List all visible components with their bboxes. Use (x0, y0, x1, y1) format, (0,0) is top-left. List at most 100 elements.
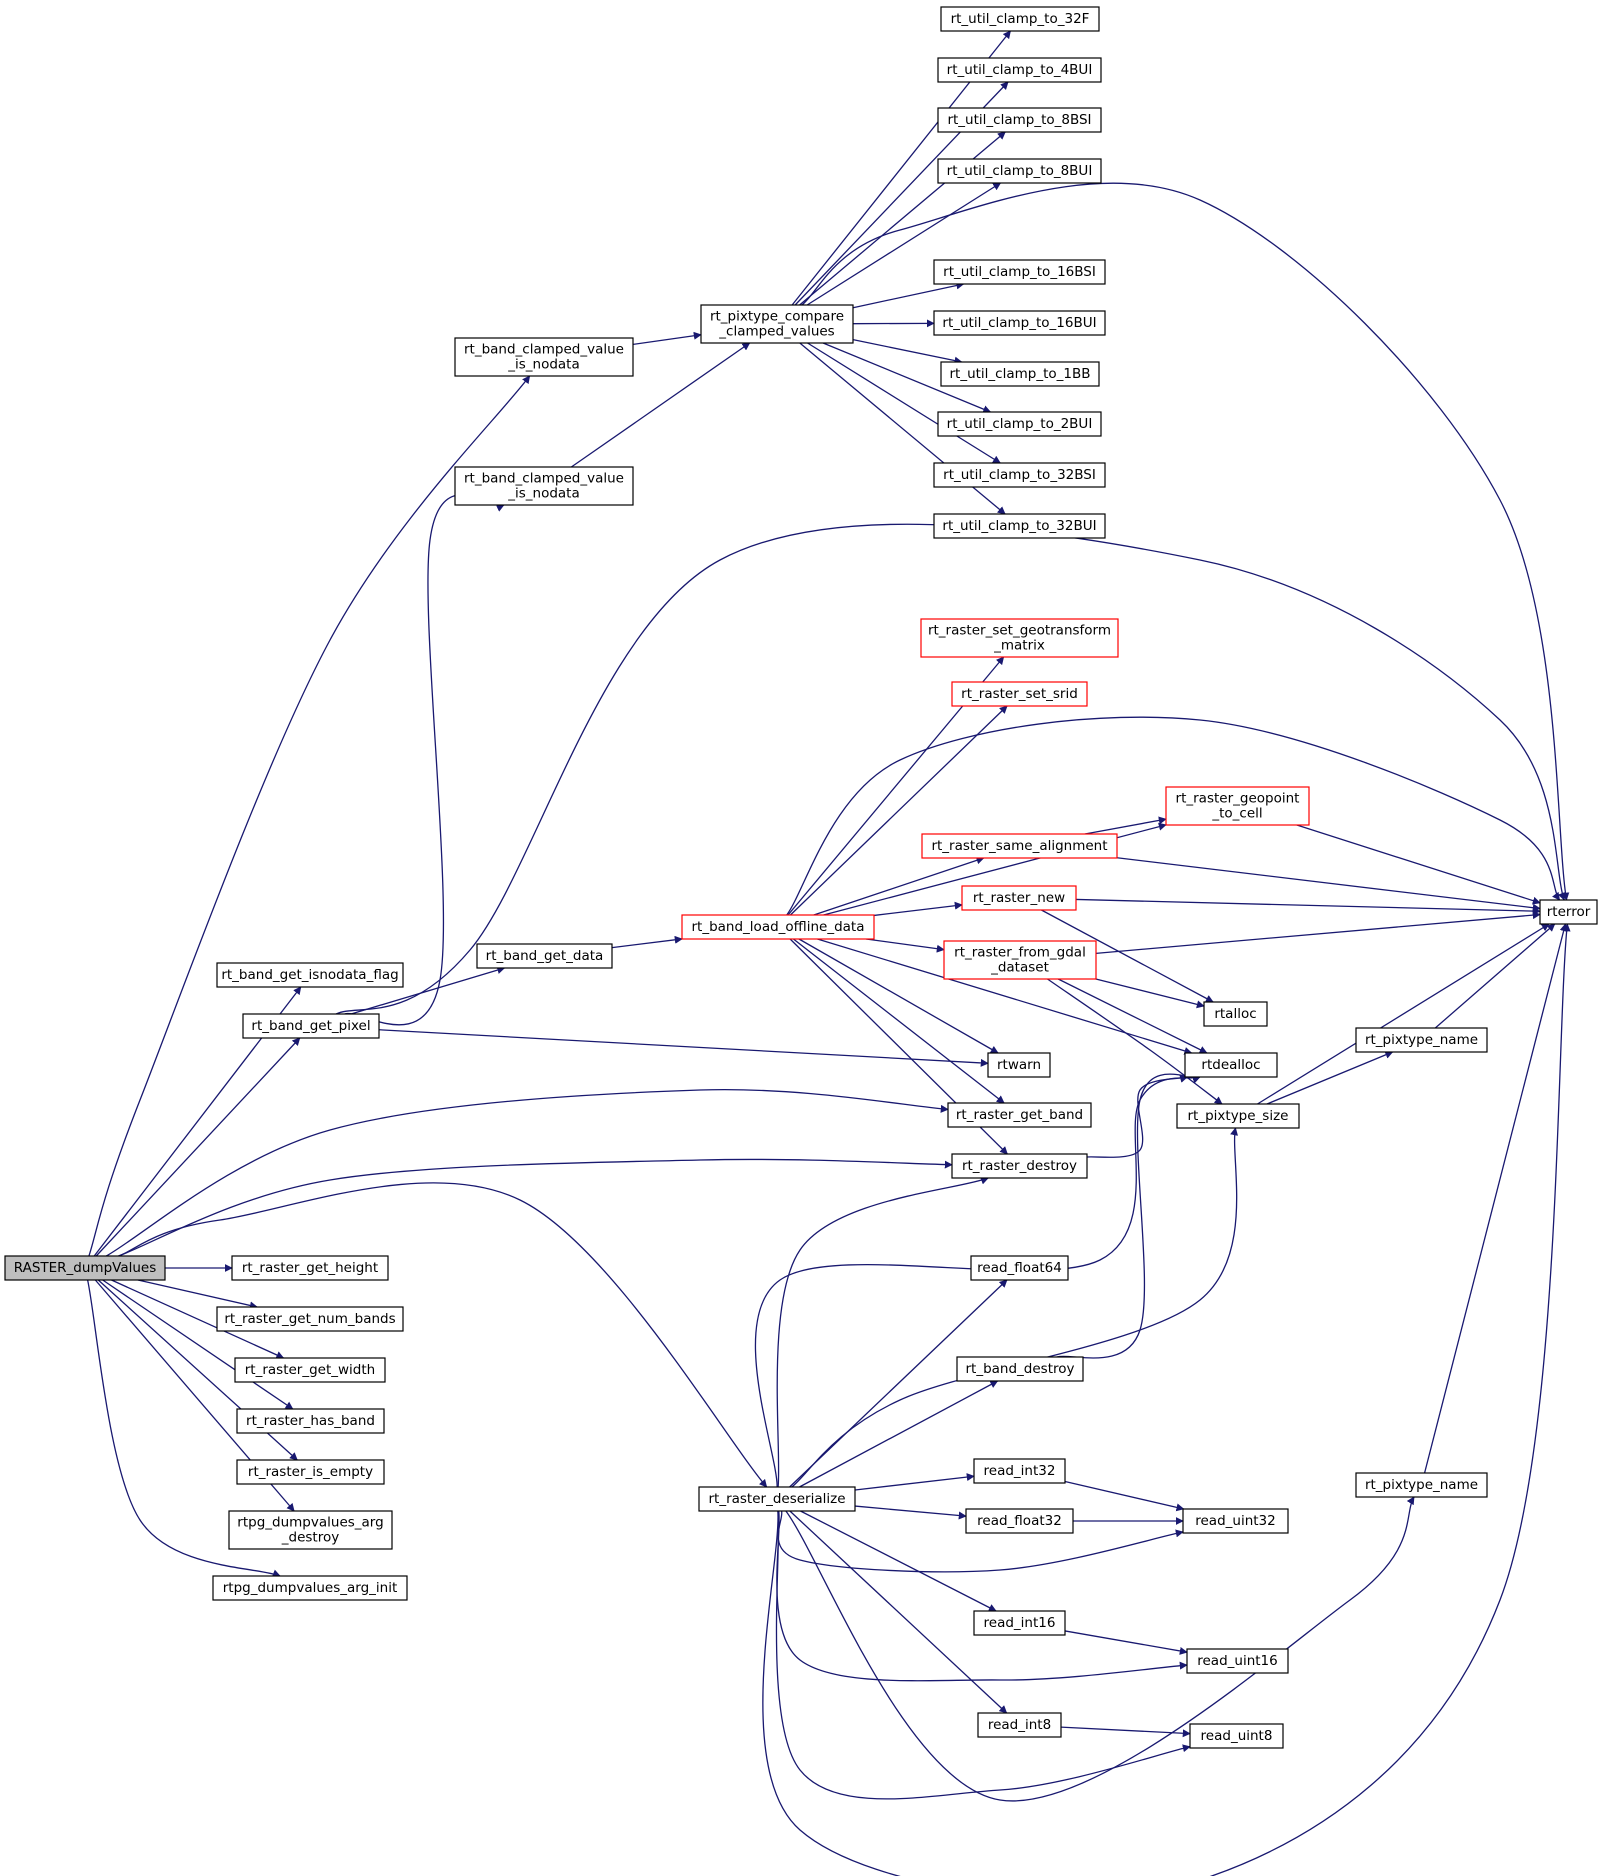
edge-root-to-arg_init (86, 1279, 281, 1578)
node-label: read_uint32 (1195, 1513, 1276, 1529)
node-band-clamped-2[interactable]: rt_band_clamped_value_is_nodata (454, 466, 634, 506)
node-band-clamped-1[interactable]: rt_band_clamped_value_is_nodata (454, 337, 634, 377)
node-label: rt_raster_is_empty (248, 1464, 373, 1480)
edge-band_clamped_2-to-pixtype_compare (570, 342, 751, 468)
node-label: read_int32 (984, 1463, 1056, 1479)
node-label: rt_raster_has_band (246, 1413, 375, 1429)
node-band-destroy[interactable]: rt_band_destroy (956, 1356, 1084, 1382)
node-label: rt_util_clamp_to_16BSI (943, 264, 1096, 280)
node-is-empty[interactable]: rt_raster_is_empty (236, 1459, 385, 1485)
edge-pixtype_compare-to-clamp_16BSI (852, 281, 965, 309)
node-label: rt_pixtype_name (1365, 1032, 1478, 1048)
node-root[interactable]: RASTER_dumpValues (4, 1255, 166, 1281)
node-set-srid[interactable]: rt_raster_set_srid (951, 681, 1088, 707)
edge-raster_new-to-rtalloc (1041, 909, 1214, 1003)
node-label: rt_pixtype_size (1188, 1108, 1289, 1124)
node-geopoint-to-cell[interactable]: rt_raster_geopoint_to_cell (1165, 786, 1310, 826)
node-label: rt_util_clamp_to_32F (951, 11, 1090, 27)
node-rtalloc[interactable]: rtalloc (1203, 1001, 1268, 1027)
node-read-uint32[interactable]: read_uint32 (1182, 1508, 1289, 1534)
node-pixtype-compare[interactable]: rt_pixtype_compare_clamped_values (700, 304, 854, 344)
node-read-int8[interactable]: read_int8 (977, 1712, 1062, 1738)
edge-load_offline-to-set_srid (789, 705, 1008, 916)
node-has-band[interactable]: rt_raster_has_band (236, 1408, 385, 1434)
node-box (1182, 1508, 1289, 1534)
node-clamp-32F[interactable]: rt_util_clamp_to_32F (940, 6, 1100, 32)
node-label: rt_raster_deserialize (708, 1491, 845, 1507)
node-rterror[interactable]: rterror (1539, 899, 1598, 925)
node-label: rt_util_clamp_to_8BSI (947, 112, 1091, 128)
node-deserialize[interactable]: rt_raster_deserialize (698, 1486, 856, 1512)
node-raster-new[interactable]: rt_raster_new (961, 885, 1077, 911)
node-arg-init[interactable]: rtpg_dumpvalues_arg_init (212, 1575, 408, 1601)
node-get-data[interactable]: rt_band_get_data (476, 943, 613, 969)
node-box (1539, 899, 1598, 925)
node-box (933, 310, 1106, 336)
node-get-width[interactable]: rt_raster_get_width (234, 1357, 386, 1383)
node-label: rt_util_clamp_to_4BUI (947, 62, 1093, 78)
node-clamp-1BB[interactable]: rt_util_clamp_to_1BB (940, 361, 1100, 387)
node-rtwarn[interactable]: rtwarn (987, 1052, 1051, 1078)
node-label: rtwarn (997, 1057, 1041, 1073)
node-clamp-16BUI[interactable]: rt_util_clamp_to_16BUI (933, 310, 1106, 336)
node-read-float32[interactable]: read_float32 (965, 1508, 1074, 1534)
node-get-pixel[interactable]: rt_band_get_pixel (242, 1013, 380, 1039)
node-read-int16[interactable]: read_int16 (973, 1610, 1066, 1636)
node-label: rt_util_clamp_to_16BUI (942, 315, 1096, 331)
nodes-layer: RASTER_dumpValues rt_band_clamped_value_i… (4, 6, 1598, 1749)
node-clamp-8BSI[interactable]: rt_util_clamp_to_8BSI (937, 107, 1102, 133)
node-clamp-16BSI[interactable]: rt_util_clamp_to_16BSI (933, 259, 1106, 285)
node-label: read_float64 (977, 1260, 1062, 1276)
node-clamp-32BSI[interactable]: rt_util_clamp_to_32BSI (933, 462, 1106, 488)
node-pixtype-name-1[interactable]: rt_pixtype_name (1355, 1027, 1488, 1053)
node-box (937, 57, 1102, 83)
edge-root-to-deserialize (118, 1182, 768, 1488)
node-clamp-2BUI[interactable]: rt_util_clamp_to_2BUI (937, 411, 1102, 437)
edges-layer (86, 30, 1571, 1876)
node-clamp-32BUI[interactable]: rt_util_clamp_to_32BUI (933, 513, 1106, 539)
node-label: rt_pixtype_compare (710, 309, 844, 325)
node-read-uint8[interactable]: read_uint8 (1189, 1723, 1284, 1749)
edge-pixtype_compare-to-clamp_8BUI (806, 182, 1002, 306)
edge-deserialize-to-read_uint8 (775, 1510, 1191, 1800)
edge-get_data-to-load_offline (611, 935, 683, 949)
node-label: read_float32 (977, 1513, 1062, 1529)
node-pixtype-size[interactable]: rt_pixtype_size (1176, 1103, 1300, 1129)
node-box (476, 943, 613, 969)
node-arg-destroy[interactable]: rtpg_dumpvalues_arg_destroy (228, 1510, 393, 1550)
node-box (951, 681, 1088, 707)
node-get-num-bands[interactable]: rt_raster_get_num_bands (216, 1306, 404, 1332)
node-load-offline[interactable]: rt_band_load_offline_data (681, 914, 875, 940)
node-box (951, 1153, 1088, 1179)
node-from-gdal[interactable]: rt_raster_from_gdal_dataset (943, 940, 1097, 980)
node-box (933, 513, 1106, 539)
node-read-int32[interactable]: read_int32 (973, 1458, 1066, 1484)
node-get-band[interactable]: rt_raster_get_band (947, 1102, 1092, 1128)
node-rtdealloc[interactable]: rtdealloc (1184, 1052, 1278, 1078)
node-pixtype-name-2[interactable]: rt_pixtype_name (1355, 1472, 1488, 1498)
edge-load_offline-to-same_alignment (813, 856, 985, 916)
node-box (977, 1712, 1062, 1738)
node-label: rt_raster_get_band (956, 1107, 1083, 1123)
node-read-uint16[interactable]: read_uint16 (1186, 1648, 1289, 1674)
node-clamp-4BUI[interactable]: rt_util_clamp_to_4BUI (937, 57, 1102, 83)
node-get-height[interactable]: rt_raster_get_height (231, 1255, 389, 1281)
node-same-alignment[interactable]: rt_raster_same_alignment (921, 833, 1118, 859)
node-raster-destroy[interactable]: rt_raster_destroy (951, 1153, 1088, 1179)
node-read-float64[interactable]: read_float64 (970, 1255, 1069, 1281)
node-label: rtpg_dumpvalues_arg (237, 1515, 383, 1531)
node-get-isnodata-flag[interactable]: rt_band_get_isnodata_flag (216, 962, 404, 988)
edge-get_pixel-to-rtwarn (378, 1029, 989, 1067)
edge-deserialize-to-read_int16 (800, 1510, 997, 1612)
node-clamp-8BUI[interactable]: rt_util_clamp_to_8BUI (937, 158, 1102, 184)
node-set-geotransform[interactable]: rt_raster_set_geotransform_matrix (920, 618, 1119, 658)
node-box (700, 304, 854, 344)
node-label: rt_band_get_pixel (251, 1018, 370, 1034)
node-box (970, 1255, 1069, 1281)
node-box (234, 1357, 386, 1383)
edge-band_clamped_1-to-pixtype_compare (632, 331, 702, 346)
node-label: rt_raster_get_width (245, 1362, 375, 1378)
node-box (921, 833, 1118, 859)
edge-root-to-band_clamped_1 (88, 375, 531, 1257)
edge-deserialize-to-read_float64 (789, 1279, 1008, 1488)
